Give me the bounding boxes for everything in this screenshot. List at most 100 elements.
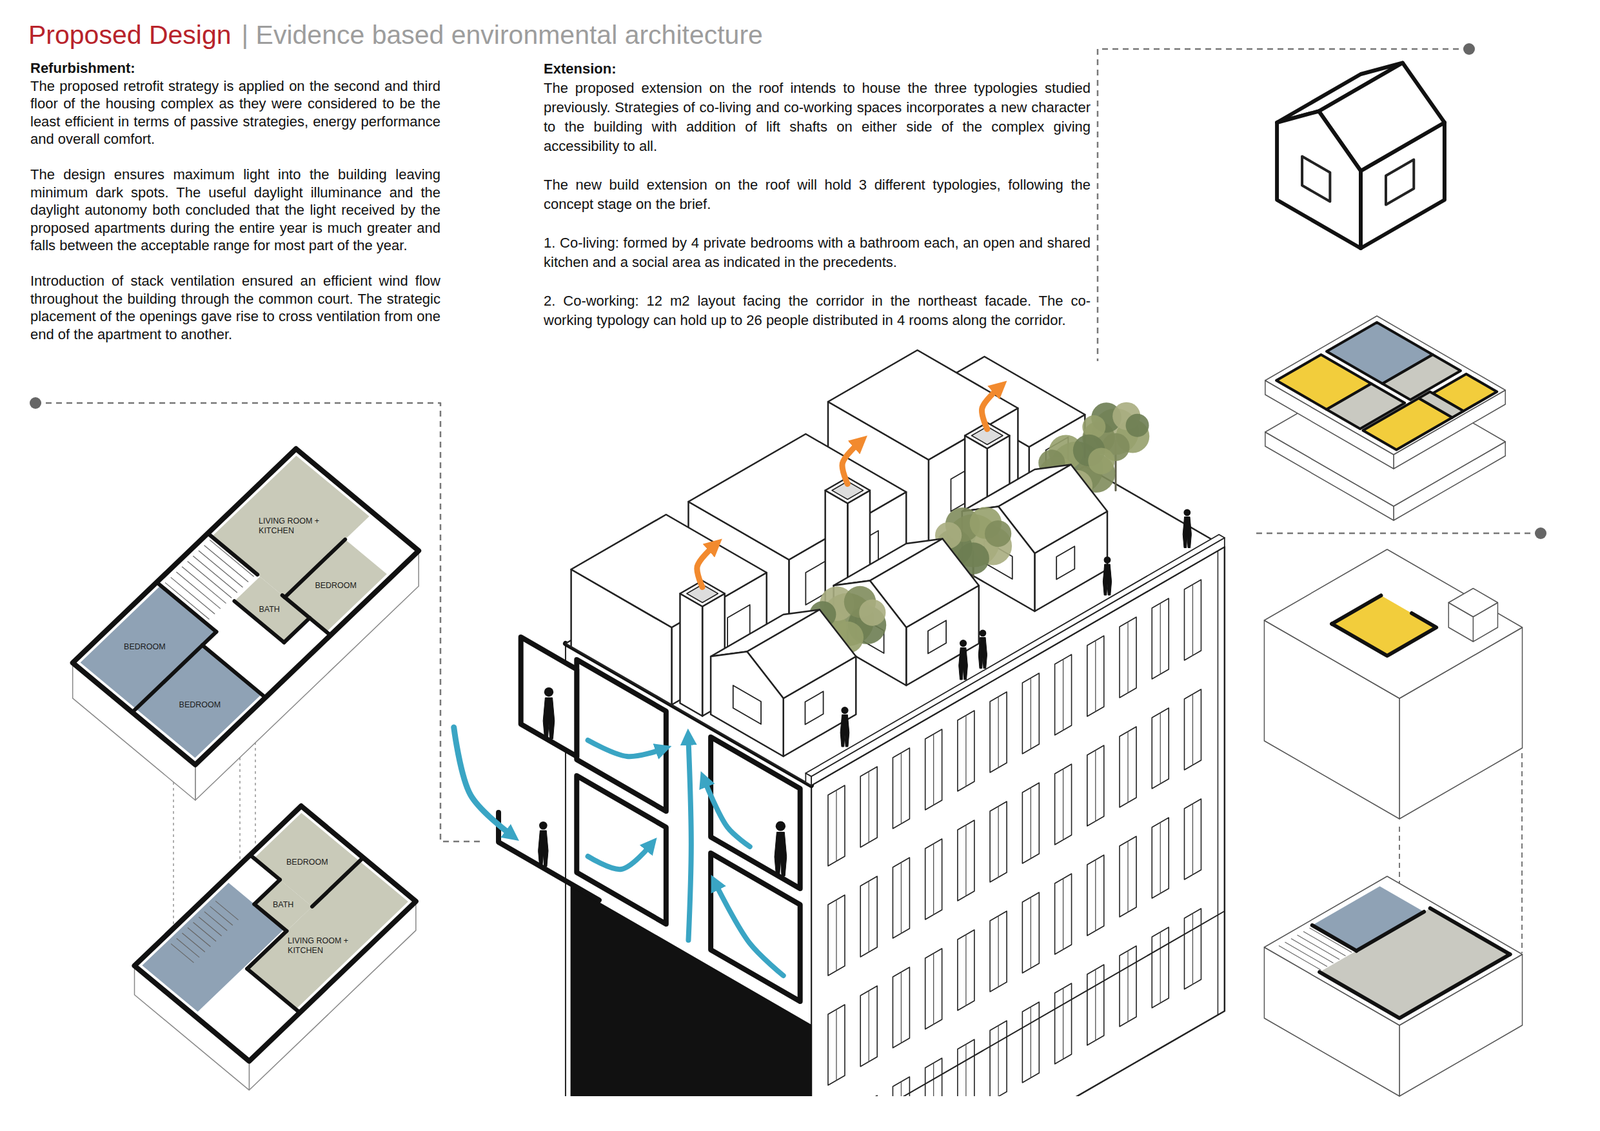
person-head — [1183, 509, 1191, 517]
typology-wall — [1331, 595, 1381, 625]
window-mullion — [868, 881, 870, 953]
person-head — [840, 706, 849, 714]
window — [860, 1095, 878, 1097]
window — [1022, 1002, 1039, 1083]
person-figure — [1182, 517, 1192, 549]
window — [1119, 836, 1137, 918]
window — [957, 710, 975, 792]
window — [1056, 546, 1075, 580]
window-mullion — [1127, 731, 1128, 803]
building-axonometric — [454, 350, 1225, 1097]
label-anchor: LIVING ROOM + KITCHEN — [287, 936, 353, 956]
stair-tread — [187, 561, 232, 598]
person-head — [978, 630, 987, 638]
stair-tread — [193, 555, 238, 593]
typology-wall — [1319, 954, 1510, 1019]
body-paragraph: The proposed extension on the roof inten… — [543, 78, 1091, 157]
plinth-line — [811, 911, 1225, 1097]
window-mullion — [835, 900, 837, 972]
facade-edge — [1217, 550, 1219, 1016]
body-paragraph: Introduction of stack ventilation ensure… — [30, 272, 441, 344]
gable-end — [1276, 111, 1361, 249]
person-head — [775, 821, 786, 832]
window — [1385, 159, 1414, 206]
typology-wall — [1331, 613, 1437, 656]
window — [989, 691, 1007, 773]
stair-tread — [182, 933, 206, 952]
page-title: Proposed Design — [28, 19, 232, 50]
window — [828, 1004, 845, 1086]
window — [1119, 617, 1137, 698]
window — [989, 911, 1007, 992]
window — [1087, 635, 1105, 717]
person-figure — [543, 697, 555, 740]
person-figure — [1102, 564, 1112, 596]
window-mullion — [835, 790, 837, 862]
plan-wall — [207, 533, 258, 575]
label-anchor: BATH — [258, 604, 280, 615]
body-paragraph: The design ensures maximum light into th… — [30, 165, 441, 255]
projection-line — [172, 782, 175, 929]
window — [1055, 764, 1072, 845]
leader-dot — [1534, 527, 1547, 540]
window — [1087, 855, 1105, 936]
stair-tread — [170, 577, 215, 614]
window — [1087, 964, 1105, 1046]
tree-foliage — [859, 599, 886, 626]
window-mullion — [965, 1044, 967, 1097]
stair-tread — [187, 928, 211, 947]
plan-wall — [246, 969, 300, 1014]
section-room — [710, 853, 801, 1002]
typology-room — [1418, 392, 1464, 418]
stair-tread — [1285, 942, 1328, 967]
label-anchor: BEDROOM — [286, 857, 329, 868]
text-column: Extension:The proposed extension on the … — [543, 59, 1091, 331]
room-label: BATH — [258, 604, 280, 615]
plan-wall — [246, 931, 287, 970]
window — [1022, 673, 1039, 754]
tree-foliage — [1087, 447, 1115, 475]
window — [925, 839, 943, 920]
window-mullion — [1030, 897, 1032, 969]
typology-wall — [1356, 911, 1424, 952]
window — [892, 1076, 910, 1097]
window-mullion — [1160, 713, 1161, 785]
typology-wall — [1312, 925, 1357, 952]
window-mullion — [933, 844, 934, 916]
window — [1184, 689, 1201, 771]
window — [925, 729, 943, 810]
person-head — [959, 639, 967, 647]
window-mullion — [998, 1026, 999, 1097]
stair-tread — [170, 944, 194, 963]
plan-wall — [282, 595, 331, 636]
person-head — [544, 687, 554, 697]
window-mullion — [1062, 659, 1064, 731]
floor-plans — [72, 448, 420, 1091]
stair-tread — [199, 917, 222, 936]
typology-volume — [1264, 549, 1522, 699]
window-mullion — [835, 1009, 837, 1081]
plan-wall — [234, 601, 284, 643]
window — [1055, 983, 1072, 1065]
window-mullion — [1192, 584, 1194, 656]
plan-floor — [134, 806, 416, 1062]
stair-tread — [193, 922, 217, 942]
room-label: BEDROOM — [314, 581, 357, 591]
window-mullion — [1062, 769, 1064, 841]
plan-wall — [283, 617, 310, 643]
room-label: LIVING ROOM + KITCHEN — [258, 516, 330, 536]
room-label: BEDROOM — [179, 700, 222, 711]
window-mullion — [1160, 603, 1161, 675]
window-mullion — [998, 916, 999, 988]
window-mullion — [1192, 913, 1194, 985]
stair-tread — [1309, 928, 1352, 952]
window-mullion — [1095, 969, 1096, 1041]
leader-line — [35, 403, 481, 842]
window-mullion — [1127, 622, 1128, 694]
stair-tread — [204, 911, 228, 931]
projection-line — [254, 742, 257, 850]
body-paragraph: The proposed retrofit strategy is applie… — [30, 77, 441, 149]
person-head — [1104, 556, 1112, 564]
gable-end — [710, 651, 784, 758]
window-mullion — [933, 953, 934, 1025]
